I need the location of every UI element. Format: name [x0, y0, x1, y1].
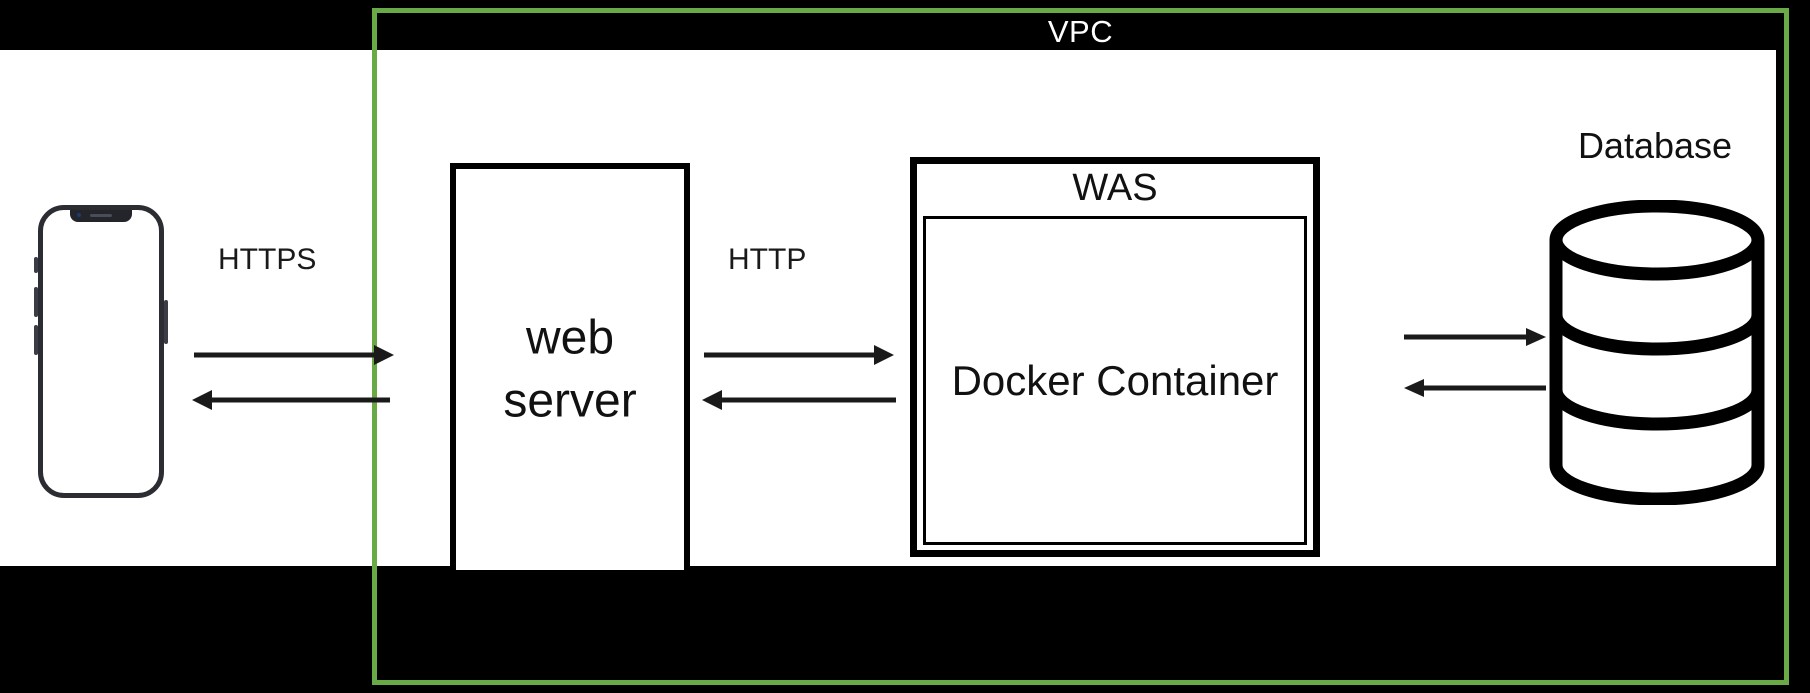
top-left-black-band	[0, 0, 374, 50]
phone-volume-up-button	[34, 287, 38, 317]
was-label: WAS	[1072, 167, 1158, 209]
vpc-title: VPC	[1047, 14, 1114, 49]
phone-body	[38, 205, 164, 498]
https-arrow-pair	[192, 345, 394, 410]
phone-speaker-icon	[90, 214, 112, 217]
web-server-label-line1: web	[525, 311, 615, 365]
web-server-node: web server	[450, 163, 690, 576]
phone-mute-button	[34, 257, 38, 273]
https-connection-label: HTTPS	[218, 243, 317, 276]
smartphone-icon	[34, 205, 168, 498]
web-server-label: web server	[456, 306, 684, 433]
was-node: WAS Docker Container	[910, 157, 1320, 557]
phone-power-button	[164, 300, 168, 344]
database-cylinder-icon	[1549, 200, 1765, 505]
docker-container-label: Docker Container	[951, 356, 1279, 404]
right-black-band	[1776, 0, 1810, 693]
phone-volume-down-button	[34, 325, 38, 355]
database-arrow-pair	[1404, 328, 1546, 397]
bottom-black-band	[0, 566, 1810, 693]
http-arrow-pair	[702, 345, 896, 410]
docker-container-node: Docker Container	[923, 216, 1307, 545]
database-label: Database	[1577, 125, 1733, 166]
phone-camera-icon	[77, 213, 81, 217]
web-server-label-line2: server	[503, 374, 637, 428]
http-connection-label: HTTP	[728, 243, 807, 276]
